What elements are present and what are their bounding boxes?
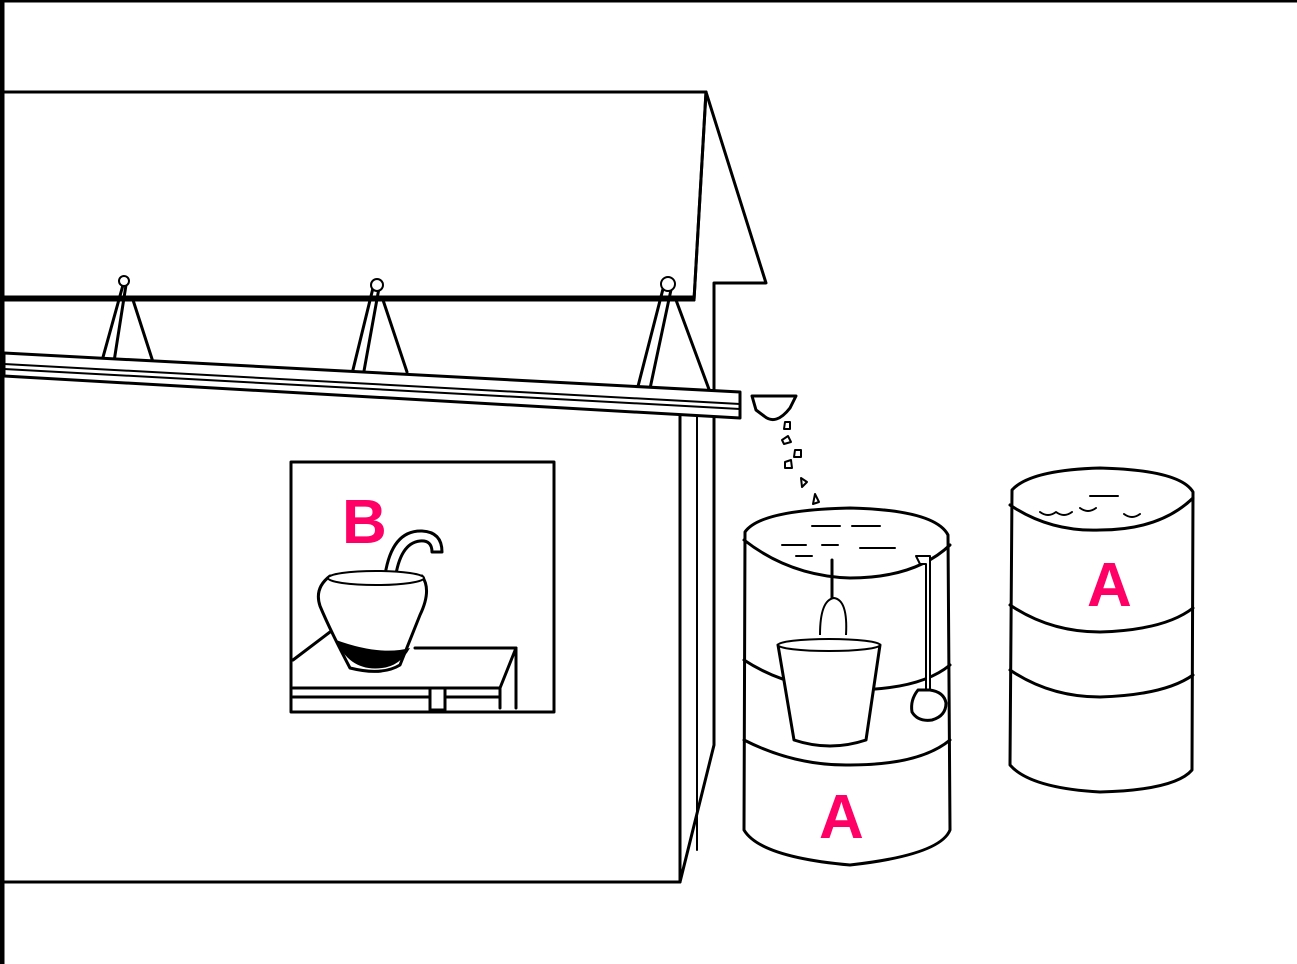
gutter-bracket [98,275,155,370]
label-b: B [342,488,387,557]
bucket [776,597,882,748]
tap-pipe [383,529,444,582]
front-barrel: A [742,506,952,867]
label-a-front: A [819,783,864,852]
table [291,630,518,712]
gutter-outlet [750,394,798,422]
house-roof [2,90,708,302]
window-inset: B [289,460,556,714]
label-a-back: A [1087,551,1132,620]
house-wall [2,413,682,884]
gutter-brackets [98,275,712,400]
back-barrel: A [1008,466,1195,794]
ladle [910,555,948,722]
house-gable [678,90,768,884]
rain-gutter [2,351,798,422]
gutter-bracket [633,276,712,400]
gutter-bracket [348,278,409,384]
